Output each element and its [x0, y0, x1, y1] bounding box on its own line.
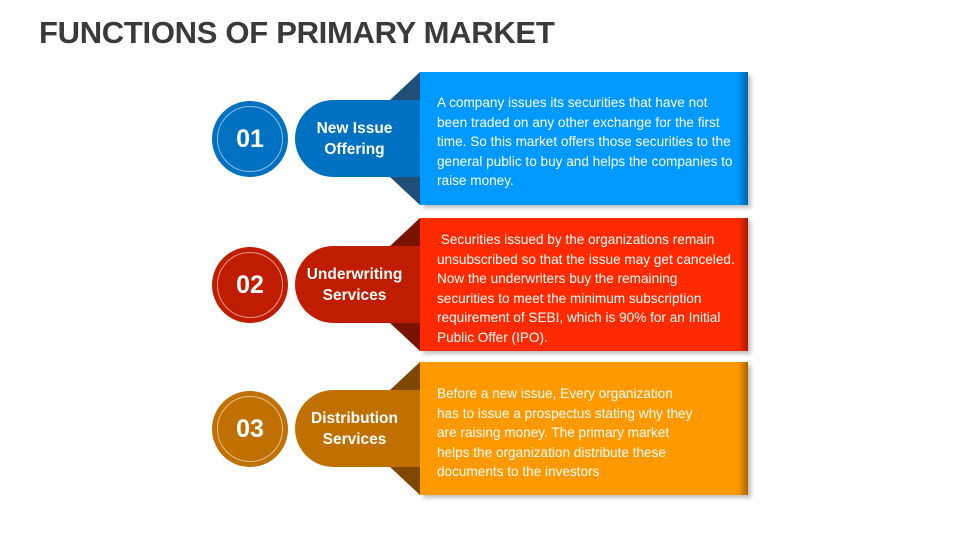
flap-top [390, 218, 420, 246]
flap-bottom [390, 467, 420, 495]
description-box: Before a new issue, Every organization h… [420, 362, 748, 495]
item-number: 01 [236, 124, 264, 153]
label-line-1: Distribution [311, 409, 398, 427]
label-line-2: Services [322, 286, 387, 304]
description-box: A company issues its securities that hav… [420, 72, 748, 205]
label-line-1: New Issue [316, 119, 393, 137]
description-text: Securities issued by the organizations r… [437, 232, 735, 345]
flap-top [390, 72, 420, 100]
label-line-2: Services [322, 430, 387, 448]
number-badge: 03 [212, 391, 288, 467]
function-item-new-issue-offering: A company issues its securities that hav… [0, 72, 960, 206]
number-badge: 01 [212, 101, 288, 177]
function-item-underwriting-services: Securities issued by the organizations r… [0, 218, 960, 352]
flap-bottom [390, 177, 420, 205]
item-number: 03 [236, 414, 264, 443]
description-box: Securities issued by the organizations r… [420, 218, 748, 351]
description-text: Before a new issue, Every organization h… [437, 386, 693, 479]
item-number: 02 [236, 270, 264, 299]
label-line-2: Offering [324, 140, 385, 158]
slide-title: FUNCTIONS OF PRIMARY MARKET [39, 15, 555, 50]
flap-top [390, 362, 420, 390]
description-text: A company issues its securities that hav… [437, 95, 733, 188]
label-line-1: Underwriting [306, 265, 403, 283]
function-item-distribution-services: Before a new issue, Every organization h… [0, 362, 960, 496]
flap-bottom [390, 323, 420, 351]
number-badge: 02 [212, 247, 288, 323]
